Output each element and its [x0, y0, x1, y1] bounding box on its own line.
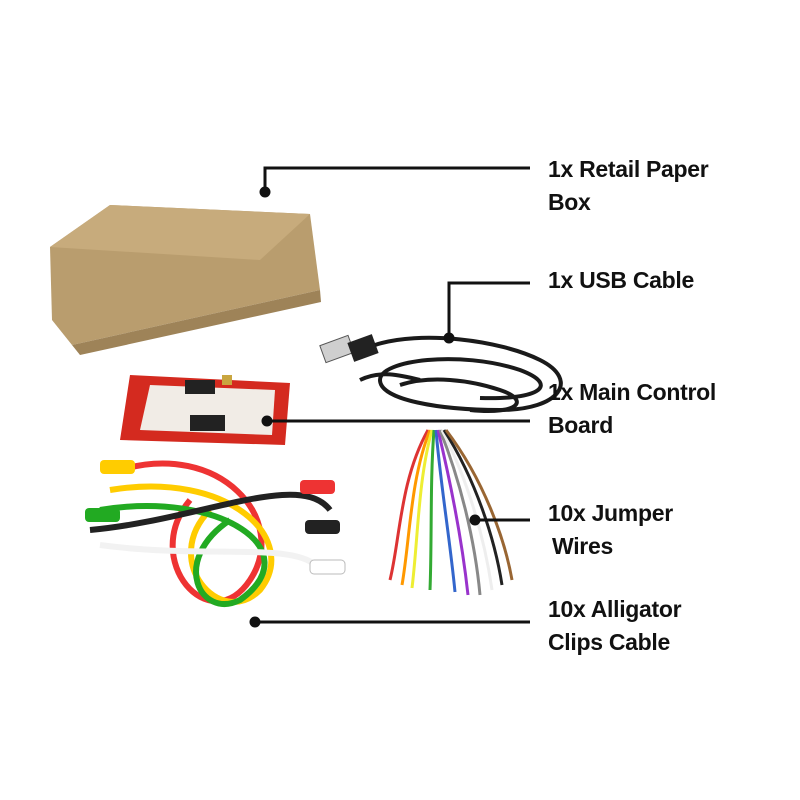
label-jumper-wires: 10x Jumper Wires — [548, 497, 673, 563]
label-line: 10x Jumper — [548, 500, 673, 526]
label-line: 1x Retail Paper — [548, 156, 709, 182]
label-line: Box — [548, 189, 591, 215]
label-usb-cable: 1x USB Cable — [548, 264, 694, 297]
jumper-wires — [388, 429, 514, 596]
label-alligator-clips: 10x Alligator Clips Cable — [548, 593, 682, 659]
label-line: Board — [548, 412, 613, 438]
alligator-clips-cables — [85, 460, 346, 607]
label-main-control-board: 1x Main Control Board — [548, 376, 716, 442]
main-control-board — [120, 375, 290, 445]
label-line: 10x Alligator — [548, 596, 682, 622]
retail-paper-box — [50, 205, 321, 355]
label-retail-paper-box: 1x Retail Paper Box — [548, 153, 709, 219]
callout-lines — [249, 166, 530, 628]
label-line: 1x USB Cable — [548, 267, 694, 293]
usb-cable — [319, 334, 563, 413]
label-line: 1x Main Control — [548, 379, 717, 405]
label-line: Clips Cable — [548, 629, 670, 655]
label-line: Wires — [552, 533, 613, 559]
